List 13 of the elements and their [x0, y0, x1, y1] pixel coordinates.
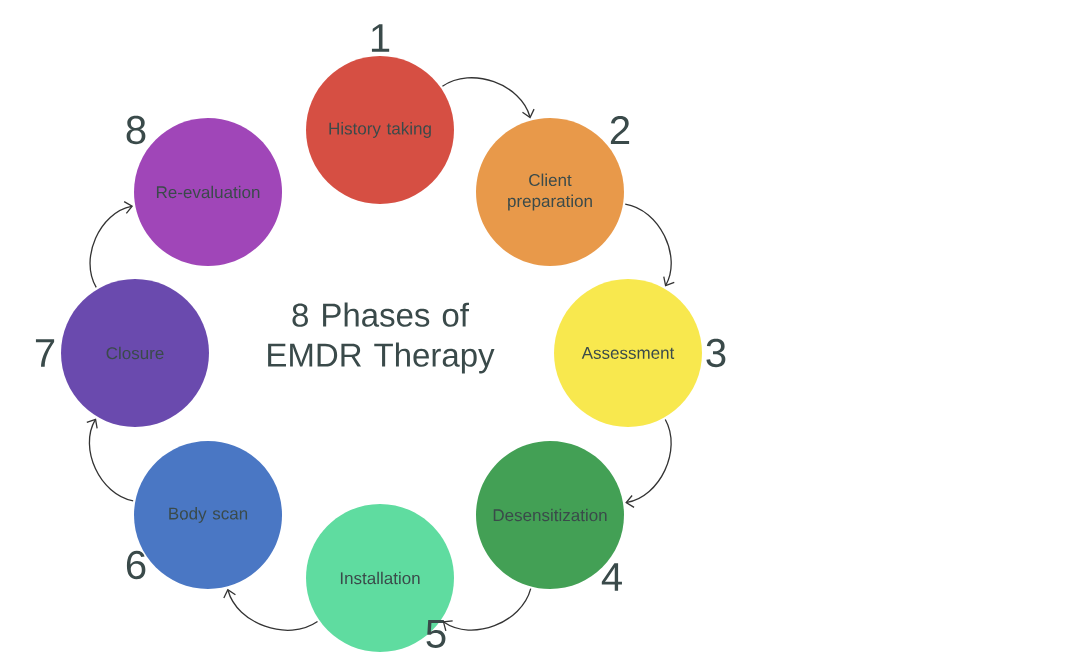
- arrow: [442, 588, 532, 632]
- step-number: 7: [35, 339, 55, 367]
- arrow: [441, 77, 535, 119]
- title: 8 Phases of EMDR Therapy: [268, 302, 495, 374]
- arrow: [223, 588, 319, 631]
- step-number: 4: [601, 563, 622, 591]
- arrow: [89, 200, 134, 289]
- arrow: [624, 203, 675, 287]
- step-number: 5: [426, 620, 446, 648]
- arrow: [86, 418, 134, 502]
- step-number: 1: [371, 24, 390, 52]
- step-number: 3: [706, 338, 726, 368]
- arrow: [625, 418, 672, 508]
